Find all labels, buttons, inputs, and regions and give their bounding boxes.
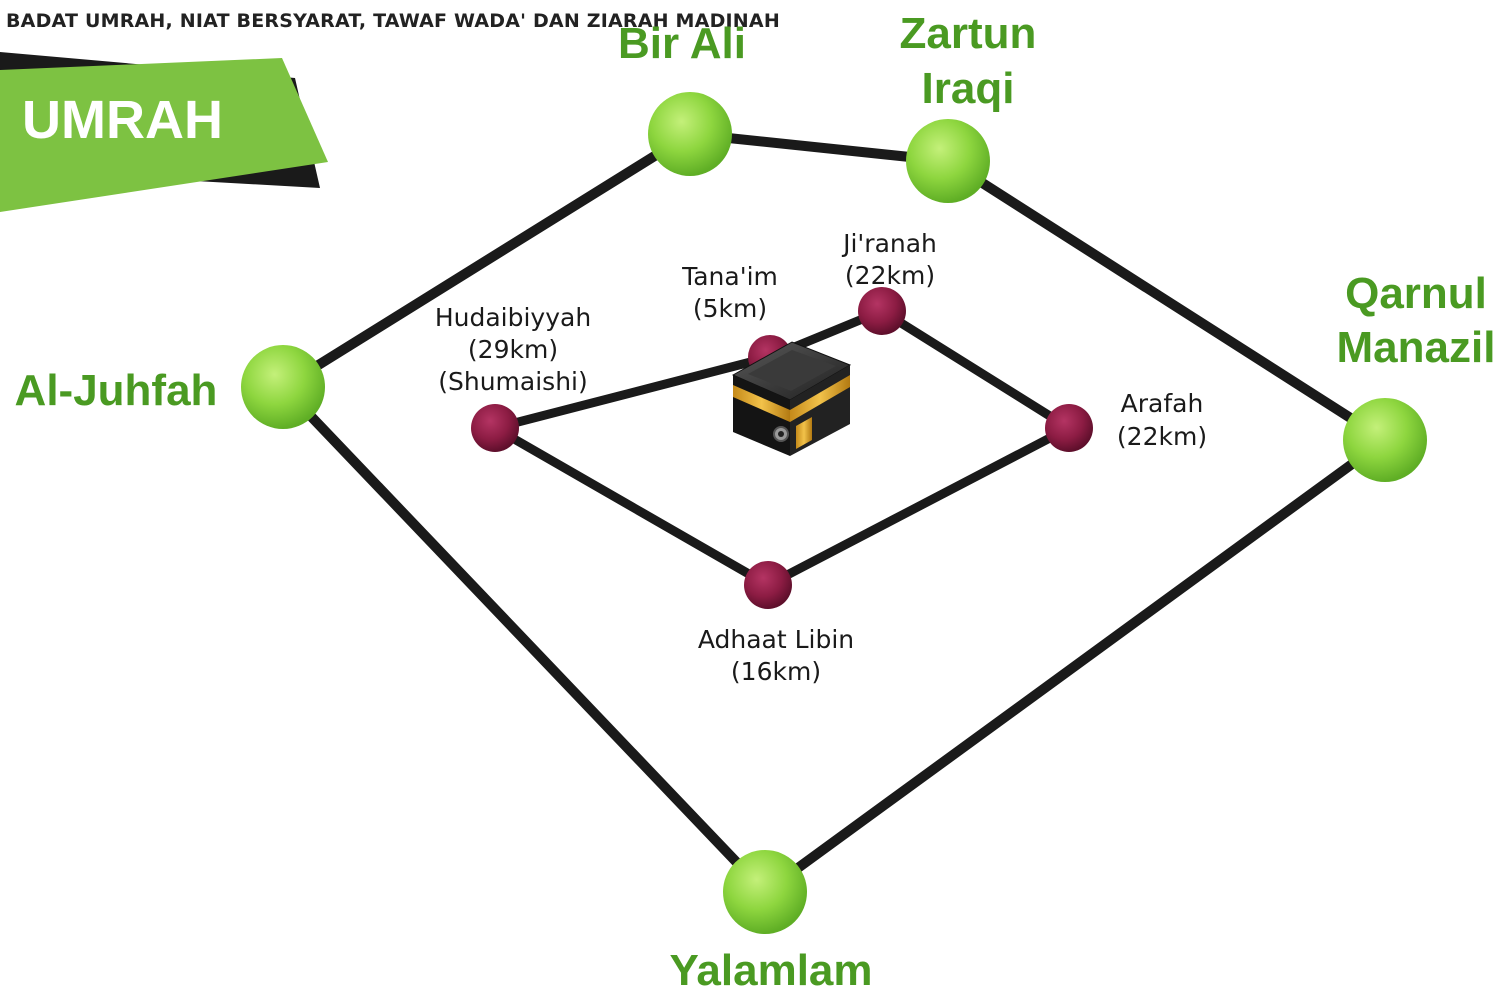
line-hudaibiyyah-tanaim bbox=[490, 352, 775, 433]
line-yalamlam-juhfah bbox=[278, 382, 770, 897]
label-tanaim: Tana'im bbox=[681, 262, 778, 291]
label-arafah-dist: (22km) bbox=[1117, 422, 1207, 451]
label-jiranah: Ji'ranah bbox=[841, 229, 937, 258]
label-arafah: Arafah bbox=[1121, 389, 1204, 418]
kaaba-black-stone-inner bbox=[778, 431, 784, 437]
label-adhaat-libin: Adhaat Libin bbox=[698, 625, 854, 654]
label-yalamlam: Yalamlam bbox=[669, 946, 872, 992]
line-jiranah-arafah bbox=[877, 306, 1074, 433]
banner-background bbox=[0, 58, 328, 212]
node-jiranah bbox=[858, 287, 906, 335]
label-bir-ali: Bir Ali bbox=[618, 19, 746, 68]
node-bir-ali bbox=[648, 92, 732, 176]
outer-nodes bbox=[241, 92, 1427, 934]
outer-boundary-lines bbox=[278, 129, 1390, 897]
line-qarnul-yalamlam bbox=[760, 435, 1390, 897]
label-hudaibiyyah-alt: (Shumaishi) bbox=[438, 367, 588, 396]
line-arafah-adhaat bbox=[763, 423, 1074, 590]
node-al-juhfah bbox=[241, 345, 325, 429]
label-al-juhfah: Al-Juhfah bbox=[15, 366, 218, 415]
label-manazil: Manazil bbox=[1337, 323, 1496, 372]
label-hudaibiyyah-dist: (29km) bbox=[468, 335, 558, 364]
label-zartun: Zartun bbox=[900, 9, 1037, 58]
outer-labels: Bir Ali Zartun Iraqi Qarnul Manazil Yala… bbox=[15, 9, 1496, 992]
inner-labels: Tana'im (5km) Ji'ranah (22km) Hudaibiyya… bbox=[435, 229, 1207, 686]
kaaba-door bbox=[796, 417, 812, 449]
node-zartun-iraqi bbox=[906, 119, 990, 203]
node-arafah bbox=[1045, 404, 1093, 452]
kaaba-icon bbox=[731, 341, 852, 456]
node-yalamlam bbox=[723, 850, 807, 934]
label-qarnul: Qarnul bbox=[1345, 269, 1487, 318]
label-jiranah-dist: (22km) bbox=[845, 261, 935, 290]
header-subtitle: BADAT UMRAH, NIAT BERSYARAT, TAWAF WADA'… bbox=[6, 10, 780, 32]
line-adhaat-hudaibiyyah bbox=[490, 423, 773, 590]
label-hudaibiyyah: Hudaibiyyah bbox=[435, 303, 591, 332]
node-qarnul-manazil bbox=[1343, 398, 1427, 482]
node-adhaat-libin bbox=[744, 561, 792, 609]
header-cut-text: MINGGU 10 bbox=[0, 0, 170, 2]
kaaba-gold-band-left bbox=[733, 385, 790, 422]
kaaba-top-inner bbox=[748, 350, 836, 391]
label-tanaim-dist: (5km) bbox=[693, 294, 767, 323]
line-zartun-qarnul bbox=[943, 156, 1390, 445]
node-hudaibiyyah bbox=[471, 404, 519, 452]
line-birali-zartun bbox=[685, 129, 953, 166]
banner-title: UMRAH bbox=[22, 90, 223, 150]
line-juhfah-birali bbox=[278, 129, 695, 392]
kaaba-gold-band-right bbox=[790, 375, 850, 422]
label-iraqi: Iraqi bbox=[922, 64, 1015, 113]
label-adhaat-libin-dist: (16km) bbox=[731, 657, 821, 686]
umrah-banner: UMRAH bbox=[0, 52, 328, 212]
